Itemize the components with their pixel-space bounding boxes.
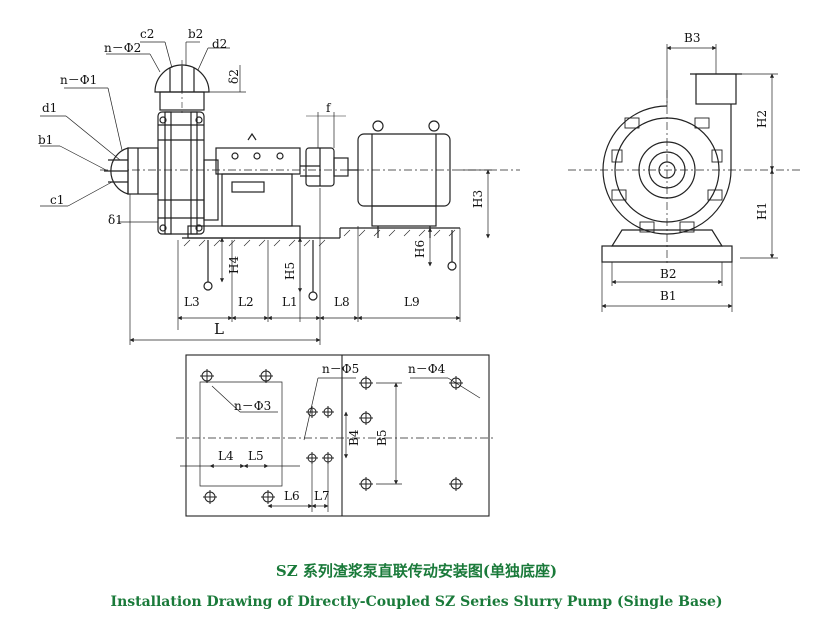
discharge-flange (154, 60, 210, 115)
label-H5: H5 (283, 262, 297, 280)
label-delta1: δ1 (108, 213, 123, 227)
label-L2: L2 (238, 295, 254, 309)
label-f: f (326, 101, 332, 115)
label-n-phi1: n－Φ1 (60, 73, 97, 87)
caption-english: Installation Drawing of Directly-Coupled… (110, 594, 723, 610)
label-n-phi3: n－Φ3 (234, 399, 271, 413)
label-L6: L6 (284, 489, 300, 503)
plan-view-labels: n－Φ5 n－Φ4 n－Φ3 B4 B5 L4 L5 L6 L7 (218, 362, 446, 503)
end-view (568, 44, 800, 312)
label-L4: L4 (218, 449, 234, 463)
label-L3: L3 (184, 295, 200, 309)
end-view-labels: B3 H2 H1 B2 B1 (660, 31, 769, 303)
label-H4: H4 (227, 256, 241, 274)
side-view (40, 41, 520, 345)
label-L5: L5 (248, 449, 264, 463)
bearing-assembly (203, 132, 320, 227)
side-view-labels: c2 b2 d2 n－Φ2 δ2 n－Φ1 d1 b1 c1 δ1 f H3 H… (38, 27, 485, 338)
plan-dimensions (180, 377, 481, 512)
label-L8: L8 (334, 295, 350, 309)
anchor-bolts (203, 230, 457, 301)
plan-holes (200, 369, 463, 504)
label-delta2: δ2 (227, 69, 241, 84)
label-H1: H1 (755, 202, 769, 220)
coupling (305, 147, 349, 187)
label-B4: B4 (347, 429, 361, 446)
label-B2: B2 (660, 267, 676, 281)
label-c1: c1 (50, 193, 64, 207)
foundation (182, 227, 460, 247)
label-H2: H2 (755, 110, 769, 128)
label-L7: L7 (314, 489, 330, 503)
end-volute (602, 104, 732, 235)
pump-casing (157, 111, 205, 235)
side-dimensions (40, 41, 495, 345)
label-n-phi2: n－Φ2 (104, 41, 141, 55)
label-L1: L1 (282, 295, 298, 309)
label-c2: c2 (140, 27, 154, 41)
suction-flange (104, 147, 159, 195)
pump-base (187, 225, 301, 239)
label-H6: H6 (413, 240, 427, 258)
label-H3: H3 (471, 190, 485, 208)
label-n-phi4: n－Φ4 (408, 362, 446, 376)
end-discharge (695, 73, 737, 105)
label-b1: b1 (38, 133, 53, 147)
label-B5: B5 (375, 430, 389, 446)
label-L9: L9 (404, 295, 420, 309)
label-d1: d1 (42, 101, 57, 115)
plan-outline (185, 354, 490, 517)
label-B1: B1 (660, 289, 676, 303)
motor (348, 120, 451, 238)
label-b2: b2 (188, 27, 203, 41)
label-d2: d2 (212, 37, 227, 51)
end-base (601, 245, 733, 263)
caption-chinese: SZ 系列渣浆泵直联传动安装图(单独底座) (275, 562, 558, 580)
plan-view (176, 354, 496, 517)
label-L: L (214, 320, 224, 338)
label-n-phi5: n－Φ5 (322, 362, 359, 376)
label-B3: B3 (684, 31, 700, 45)
